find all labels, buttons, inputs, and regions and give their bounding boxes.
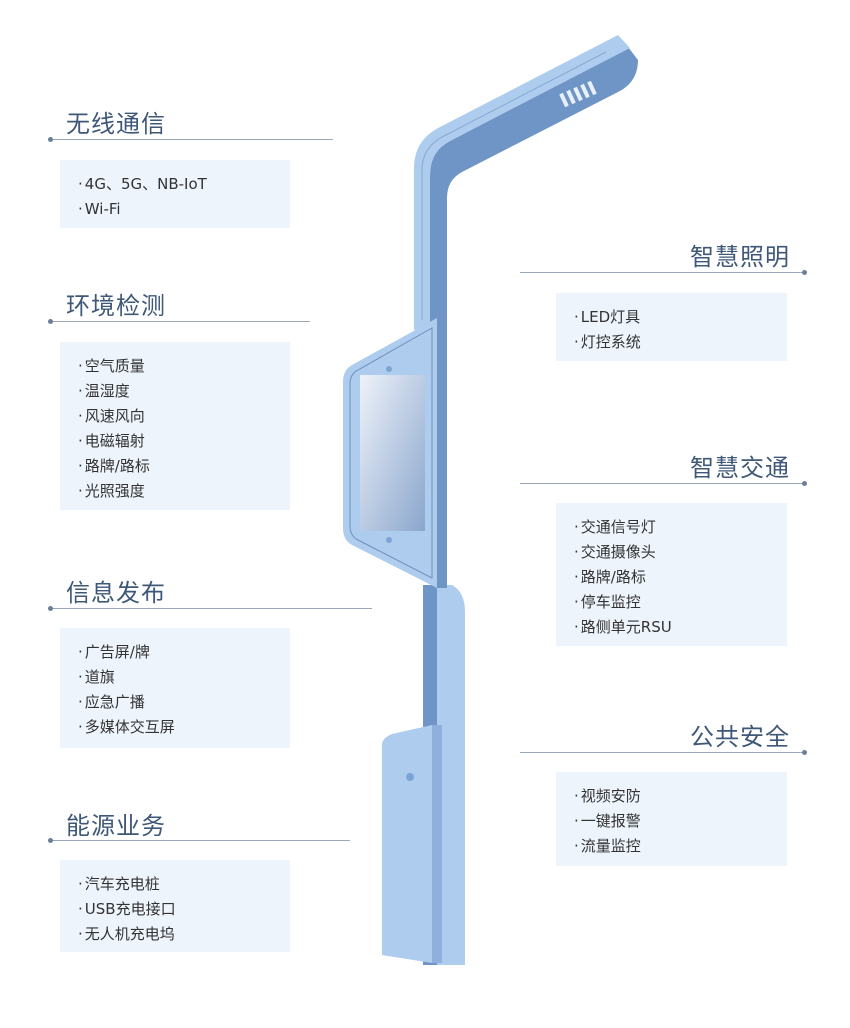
section-title: 能源业务 xyxy=(66,812,166,840)
feature-list: 广告屏/牌 道旗 应急广播 多媒体交互屏 xyxy=(60,628,290,748)
list-item: 路牌/路标 xyxy=(78,454,290,479)
feature-list: LED灯具 灯控系统 xyxy=(556,293,787,361)
list-item: 空气质量 xyxy=(78,354,290,379)
list-item: 多媒体交互屏 xyxy=(78,715,290,740)
section-title: 智慧照明 xyxy=(690,243,790,271)
section-title: 公共安全 xyxy=(690,723,790,751)
list-item: 交通摄像头 xyxy=(574,540,787,565)
list-item: LED灯具 xyxy=(574,305,787,330)
list-item: 路侧单元RSU xyxy=(574,615,787,640)
list-item: 电磁辐射 xyxy=(78,429,290,454)
divider xyxy=(520,270,807,275)
list-item: 路牌/路标 xyxy=(574,565,787,590)
list-item: 交通信号灯 xyxy=(574,515,787,540)
feature-list: 交通信号灯 交通摄像头 路牌/路标 停车监控 路侧单元RSU xyxy=(556,503,787,646)
list-item: 道旗 xyxy=(78,665,290,690)
feature-list: 视频安防 一键报警 流量监控 xyxy=(556,772,787,866)
feature-list: 汽车充电桩 USB充电接口 无人机充电坞 xyxy=(60,860,290,952)
list-item: 一键报警 xyxy=(574,809,787,834)
section-title: 信息发布 xyxy=(66,579,166,607)
list-item: 汽车充电桩 xyxy=(78,872,290,897)
pole-arm-light xyxy=(414,35,630,330)
list-item: 风速风向 xyxy=(78,404,290,429)
section-title: 环境检测 xyxy=(66,292,166,320)
pole-arm-dark xyxy=(430,47,638,330)
list-item: 灯控系统 xyxy=(574,330,787,355)
divider xyxy=(520,750,807,755)
section-title: 智慧交通 xyxy=(690,454,790,482)
list-item: 4G、5G、NB-IoT xyxy=(78,172,290,197)
feature-list: 4G、5G、NB-IoT Wi-Fi xyxy=(60,160,290,228)
list-item: 温湿度 xyxy=(78,379,290,404)
charging-cabinet xyxy=(382,725,432,963)
divider xyxy=(48,137,333,142)
led-light-icon xyxy=(559,80,597,108)
list-item: 应急广播 xyxy=(78,690,290,715)
list-item: USB充电接口 xyxy=(78,897,290,922)
list-item: Wi-Fi xyxy=(78,197,290,222)
divider xyxy=(520,481,807,486)
list-item: 流量监控 xyxy=(574,834,787,859)
section-title: 无线通信 xyxy=(66,110,166,138)
list-item: 视频安防 xyxy=(574,784,787,809)
divider xyxy=(48,319,310,324)
list-item: 光照强度 xyxy=(78,479,290,504)
list-item: 广告屏/牌 xyxy=(78,640,290,665)
display-screen xyxy=(360,375,425,531)
list-item: 无人机充电坞 xyxy=(78,922,290,947)
divider xyxy=(48,606,372,611)
divider xyxy=(48,838,350,843)
feature-list: 空气质量 温湿度 风速风向 电磁辐射 路牌/路标 光照强度 xyxy=(60,342,290,510)
list-item: 停车监控 xyxy=(574,590,787,615)
